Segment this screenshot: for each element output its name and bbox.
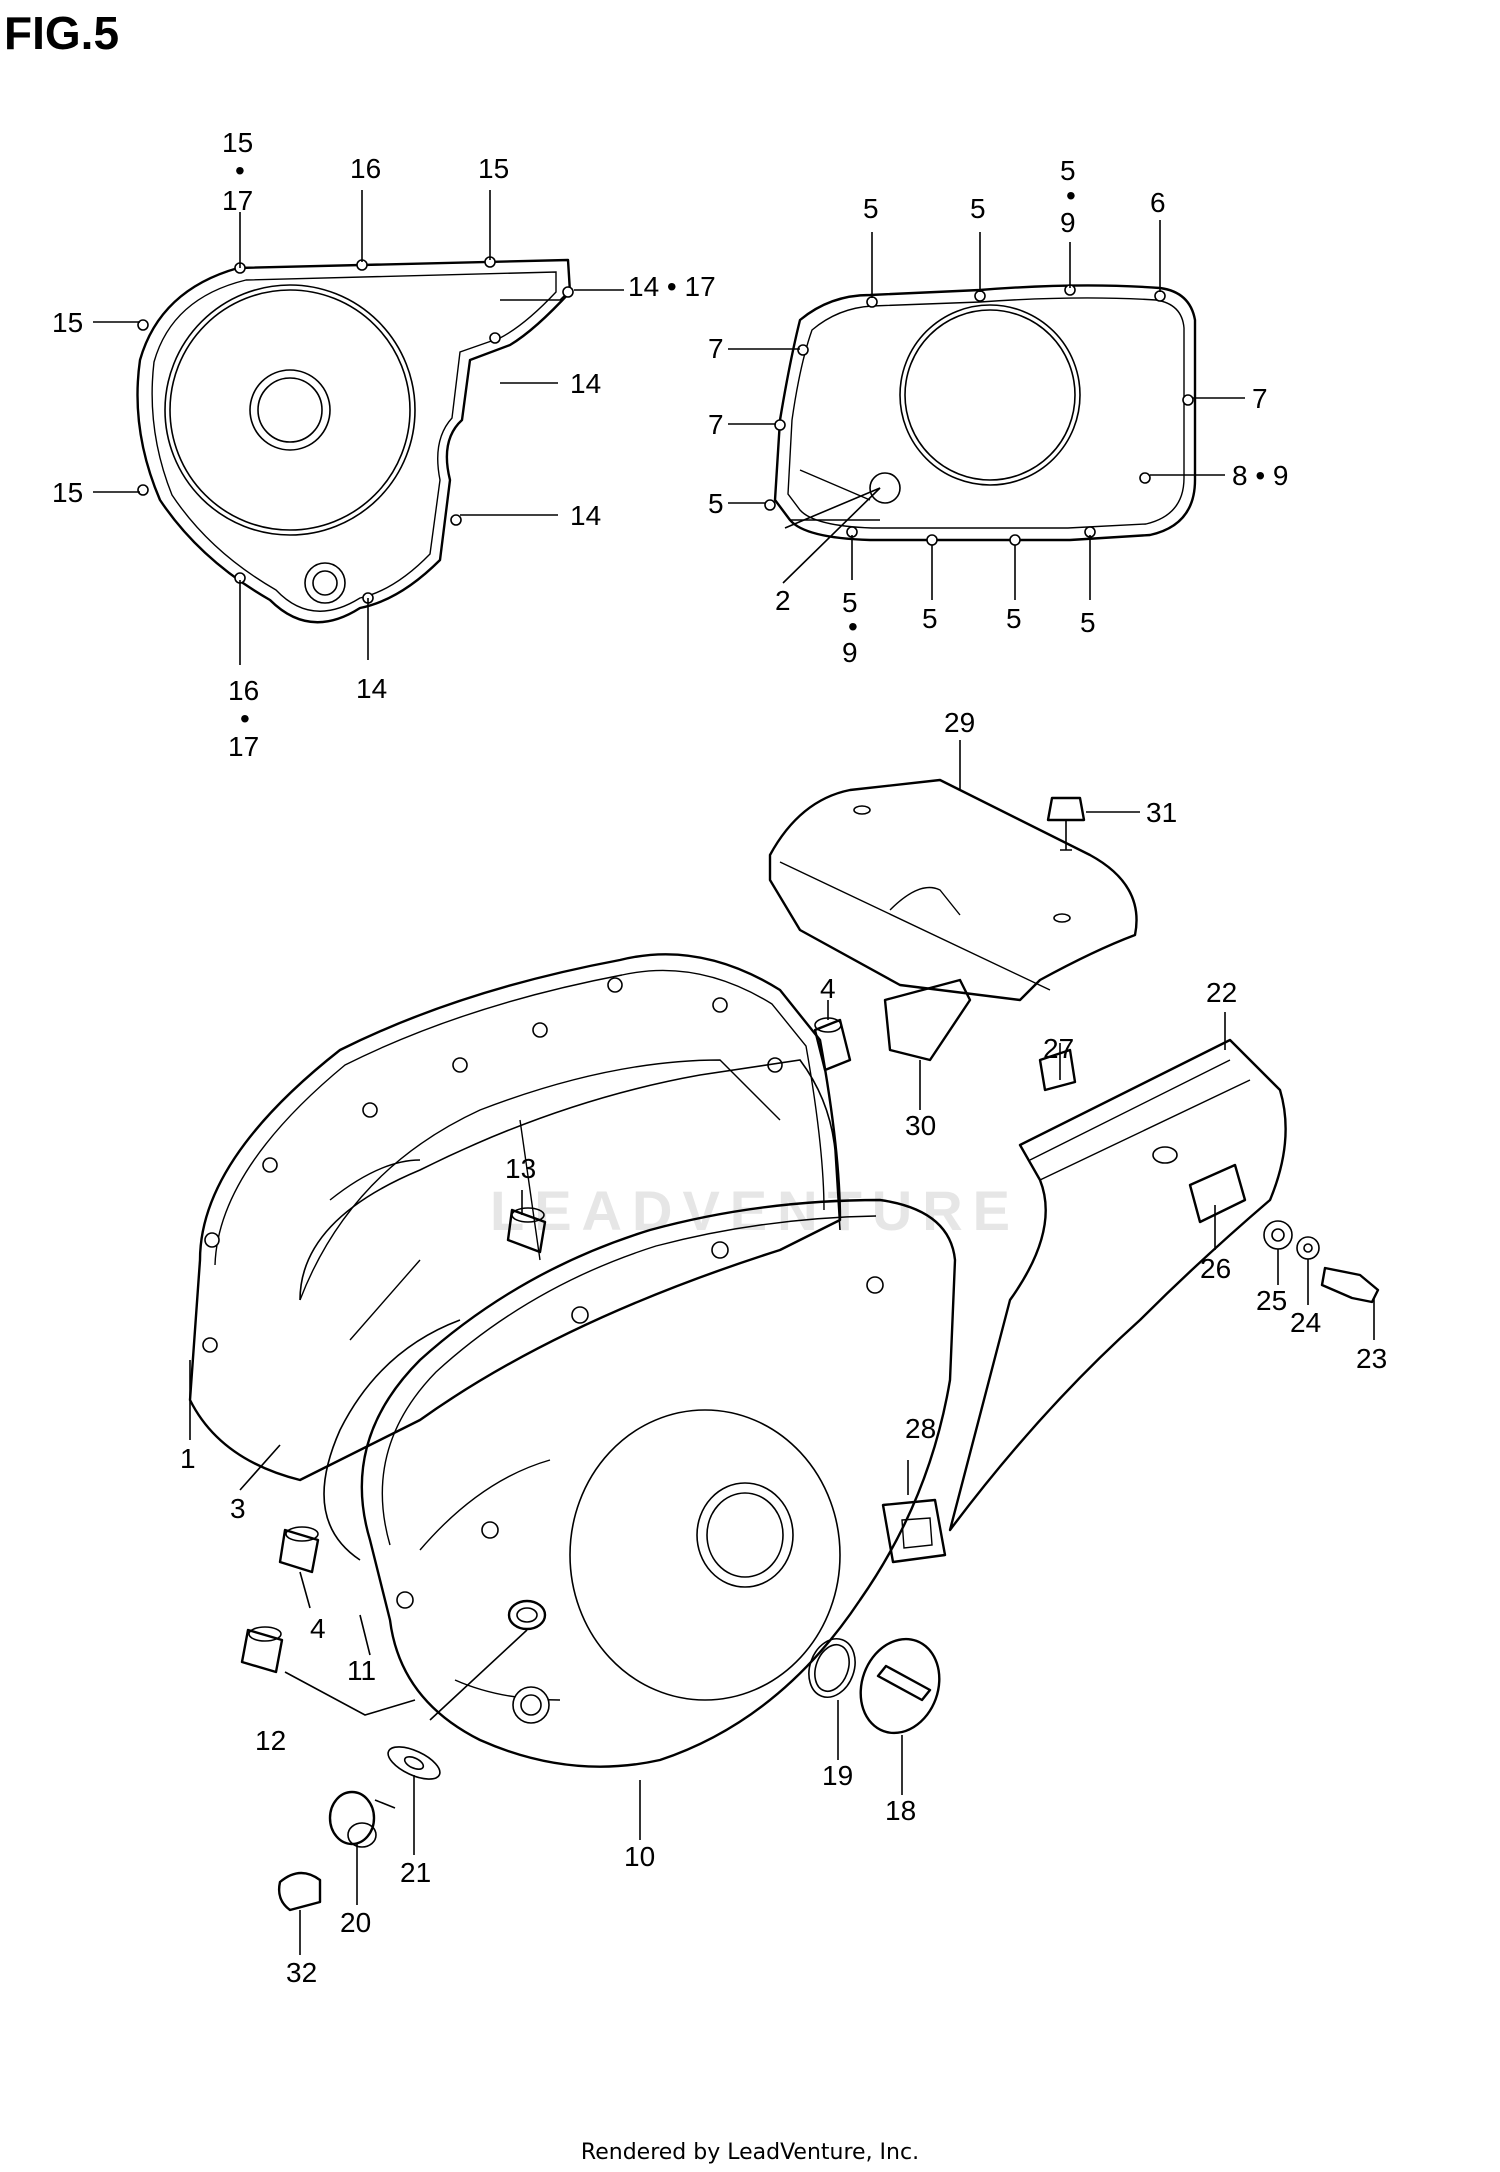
callout-14-bottom: 14 [356,673,387,704]
callout-15-left-1: 15 [52,307,83,338]
callout-5-dot-9-top-c: 9 [1060,207,1076,238]
callout-15-left-2: 15 [52,477,83,508]
callout-23: 23 [1356,1343,1387,1374]
washer-21 [387,1746,441,1780]
callout-14-dot-17: 14 • 17 [628,271,716,302]
cap-32 [277,1871,322,1912]
callout-5-b: 5 [970,193,986,224]
callout-16-dot-17-bottom-b: • [240,703,250,734]
callout-16-dot-17-bottom-c: 17 [228,731,259,762]
pad-30 [883,978,972,1062]
footer-credit: Rendered by LeadVenture, Inc. [580,2140,920,2165]
callout-5-dot-9-top-b: • [1066,180,1076,211]
callout-2: 2 [775,585,791,616]
callout-27: 27 [1043,1033,1074,1064]
callout-4-top: 4 [820,973,836,1004]
callout-19: 19 [822,1760,853,1791]
callout-22: 22 [1206,977,1237,1008]
callout-21: 21 [400,1857,431,1888]
cover-29 [768,778,1138,1002]
callout-18: 18 [885,1795,916,1826]
crankcase-cover-1 [188,953,842,1482]
callout-12: 12 [255,1725,286,1756]
dowel-4-bot [278,1526,320,1574]
callout-labels: 15 • 17 16 15 14 • 17 15 14 15 14 14 16 … [52,127,1387,1988]
callout-28: 28 [905,1413,936,1444]
dowel-13 [506,1207,547,1254]
plug-20 [328,1790,396,1848]
callout-7-left-1: 7 [708,333,724,364]
callout-5-a: 5 [863,193,879,224]
callout-15-dot-17-top-b: • [235,155,245,186]
callout-7-right: 7 [1252,383,1268,414]
callout-24: 24 [1290,1307,1321,1338]
callout-5-left: 5 [708,488,724,519]
callout-5-dot-9-bottom-c: 9 [842,637,858,668]
callout-10: 10 [624,1841,655,1872]
cover-22 [948,1038,1287,1532]
callout-29: 29 [944,707,975,738]
grommet-25 [1263,1220,1293,1250]
callout-5-d: 5 [1006,603,1022,634]
callout-5-c: 5 [922,603,938,634]
generator-cover-gasket [136,256,574,624]
callout-5-dot-9-bottom-a: 5 [842,587,858,618]
clutch-cover-gasket [764,284,1197,546]
callout-14-right-2: 14 [570,500,601,531]
gasket-11 [299,1059,841,1561]
callout-4-bottom: 4 [310,1613,326,1644]
callout-30: 30 [905,1110,936,1141]
bolt-31 [1046,796,1086,851]
callout-13: 13 [505,1153,536,1184]
callout-5-dot-9-top-a: 5 [1060,155,1076,186]
callout-16-dot-17-bottom-a: 16 [228,675,259,706]
callout-26: 26 [1200,1253,1231,1284]
callout-6: 6 [1150,187,1166,218]
washer-24 [1296,1236,1320,1260]
callout-1: 1 [180,1443,196,1474]
seal-plug-10 [507,1599,547,1631]
callout-16-top: 16 [350,153,381,184]
callout-15-top: 15 [478,153,509,184]
callout-15-dot-17-top-c: 17 [222,185,253,216]
watermark: LEADVENTURE [490,1179,1021,1242]
plug-18 [859,1637,941,1735]
callout-11: 11 [347,1655,376,1686]
callout-15-dot-17-top-a: 15 [222,127,253,158]
dowel-12 [240,1626,284,1674]
collar-26 [1188,1163,1247,1224]
callout-20: 20 [340,1907,371,1938]
callout-7-left-2: 7 [708,409,724,440]
callout-5-dot-9-bottom-b: • [848,611,858,642]
o-ring-19 [808,1638,856,1698]
pad-28 [881,1498,947,1564]
bolt-23 [1320,1266,1380,1304]
figure-title: FIG.5 [4,7,120,59]
clutch-cover-10 [360,1198,957,1768]
callout-3: 3 [230,1493,246,1524]
callout-14-right-1: 14 [570,368,601,399]
leader-lines [93,190,1375,1955]
callout-8-dot-9: 8 • 9 [1232,460,1289,491]
callout-31: 31 [1146,797,1177,828]
callout-5-e: 5 [1080,607,1096,638]
callout-25: 25 [1256,1285,1287,1316]
callout-32: 32 [286,1957,317,1988]
